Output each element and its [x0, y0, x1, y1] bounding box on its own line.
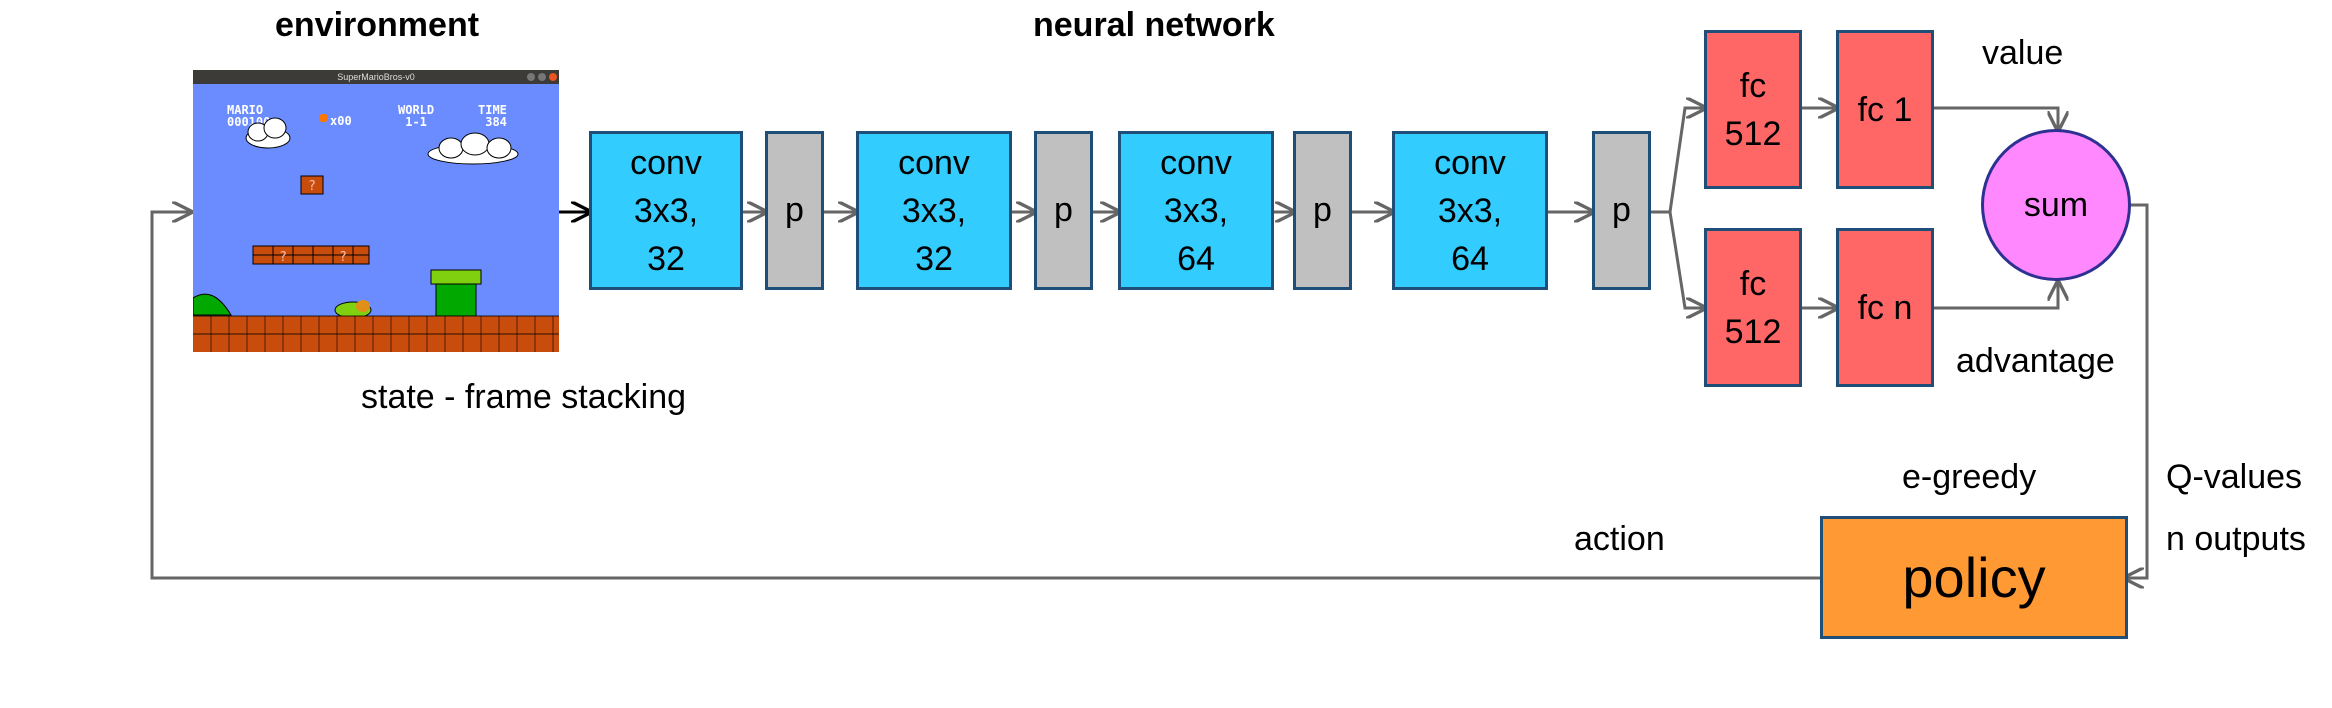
sum-node: sum	[1981, 129, 2131, 281]
window-maximize-icon	[538, 73, 546, 81]
state-label: state - frame stacking	[361, 378, 687, 416]
cloud-large	[427, 132, 519, 165]
pool-layer-2: p	[1034, 131, 1093, 290]
cloud-small	[245, 117, 291, 149]
qvalues-label: Q-values	[2166, 458, 2303, 496]
game-scene: ? ? ?	[193, 117, 559, 352]
advantage-fc-n: fc n	[1836, 228, 1934, 387]
hill	[193, 293, 232, 316]
window-minimize-icon	[527, 73, 535, 81]
action-label: action	[1574, 520, 1665, 558]
svg-text:?: ?	[308, 179, 316, 194]
coin-icon	[320, 114, 327, 122]
advantage-label: advantage	[1956, 342, 2115, 380]
svg-text:?: ?	[339, 250, 347, 265]
policy-box: policy	[1820, 516, 2128, 639]
arrow-sum-to-policy	[2123, 203, 2149, 578]
arrow-pool4-to-value-fc	[1650, 108, 1705, 214]
window-close-icon	[549, 73, 557, 81]
pool-layer-4: p	[1592, 131, 1651, 290]
pool-layer-1: p	[765, 131, 824, 290]
pool-layer-3: p	[1293, 131, 1352, 290]
question-block: ?	[300, 175, 324, 195]
egreedy-label: e-greedy	[1902, 458, 2037, 496]
hud-coins: x00	[330, 114, 352, 128]
value-label: value	[1982, 34, 2064, 72]
ground-tiles	[210, 316, 554, 352]
brick-row: ? ?	[252, 245, 370, 265]
pipe	[430, 269, 482, 317]
network-heading: neural network	[1033, 6, 1275, 44]
svg-text:?: ?	[279, 250, 287, 265]
arrow-fcn-to-sum	[1933, 282, 2058, 310]
arrow-policy-to-env	[150, 212, 1823, 580]
environment-heading: environment	[275, 6, 480, 44]
enemy-sprite	[356, 300, 370, 312]
arrow-pool4-to-adv-fc	[1668, 211, 1705, 308]
outputs-label: n outputs	[2166, 520, 2306, 558]
value-fc-1: fc 1	[1836, 30, 1934, 189]
game-window-title: SuperMarioBros-v0	[337, 72, 415, 82]
game-window-titlebar: SuperMarioBros-v0	[193, 70, 559, 84]
arrow-fc1-to-sum	[1933, 106, 2058, 130]
